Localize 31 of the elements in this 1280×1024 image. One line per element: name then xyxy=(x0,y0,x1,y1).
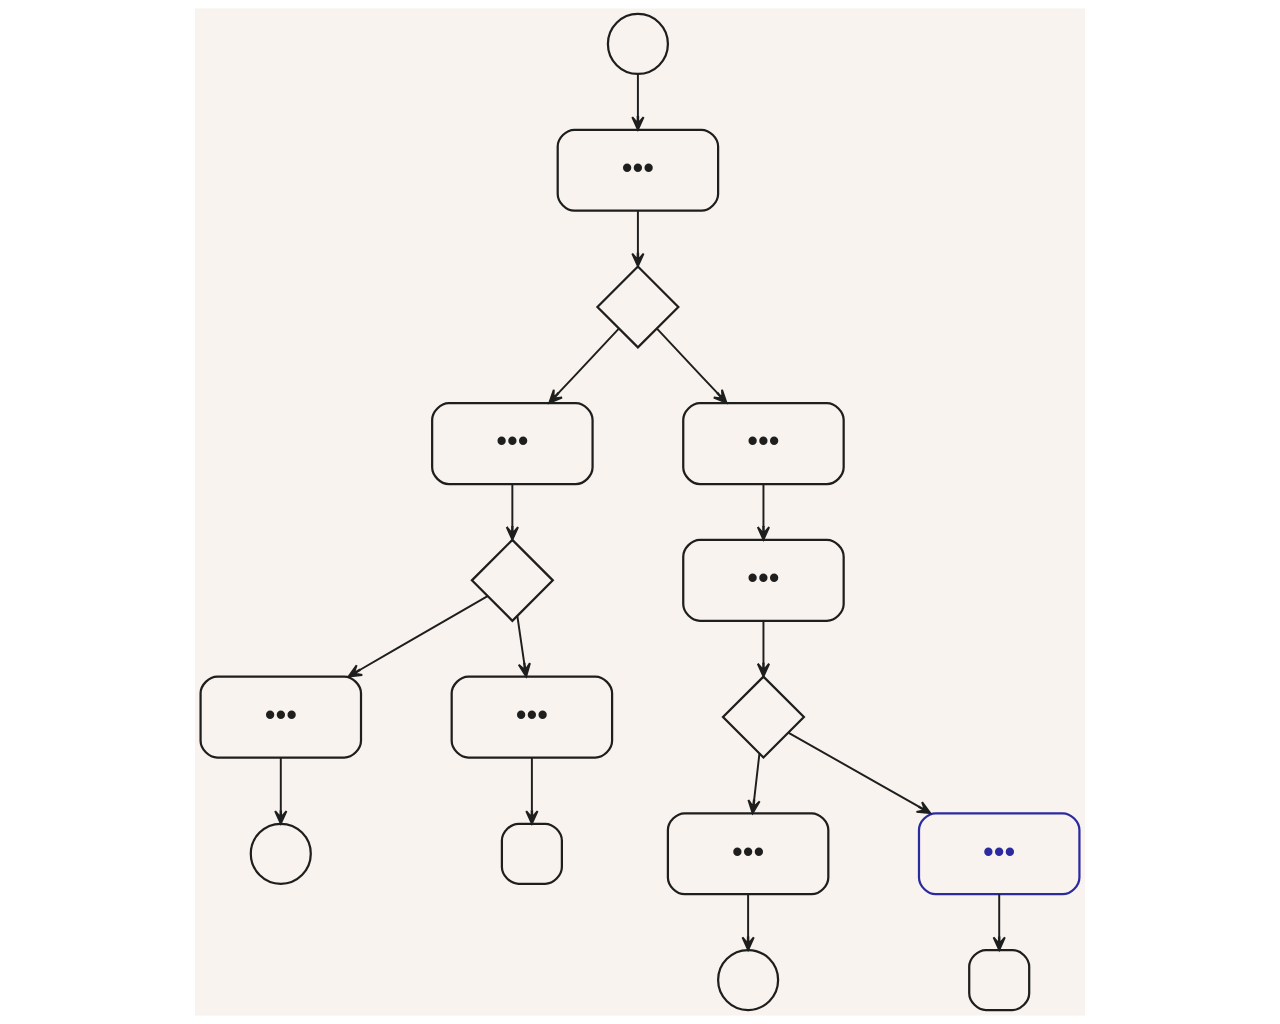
node-circle xyxy=(249,822,312,885)
arrow xyxy=(274,756,288,825)
arrow xyxy=(548,327,620,404)
node-box: ••• xyxy=(199,675,363,759)
node-box: ••• xyxy=(450,675,614,759)
node-box: ••• xyxy=(682,402,845,486)
arrow xyxy=(656,327,728,404)
arrow xyxy=(631,73,645,131)
arrow xyxy=(787,731,932,815)
node-box: ••• xyxy=(666,812,830,896)
arrow xyxy=(747,752,761,815)
node-circle xyxy=(717,948,780,1012)
arrow xyxy=(992,893,1006,951)
arrow xyxy=(741,893,755,951)
node-diamond xyxy=(721,675,806,760)
node-box xyxy=(500,822,563,885)
node-circle xyxy=(606,12,669,76)
arrow xyxy=(525,756,539,825)
node-box: ••• xyxy=(682,538,845,622)
arrow xyxy=(347,595,489,678)
node-box: ••• xyxy=(917,812,1081,896)
node-box: ••• xyxy=(431,402,594,486)
arrow xyxy=(516,614,531,678)
arrow xyxy=(505,483,519,541)
node-diamond xyxy=(470,538,555,623)
arrow xyxy=(631,209,645,268)
arrow xyxy=(756,483,771,541)
arrow xyxy=(756,619,771,678)
node-box: ••• xyxy=(556,128,720,212)
node-diamond xyxy=(595,264,680,349)
node-box xyxy=(968,948,1031,1012)
